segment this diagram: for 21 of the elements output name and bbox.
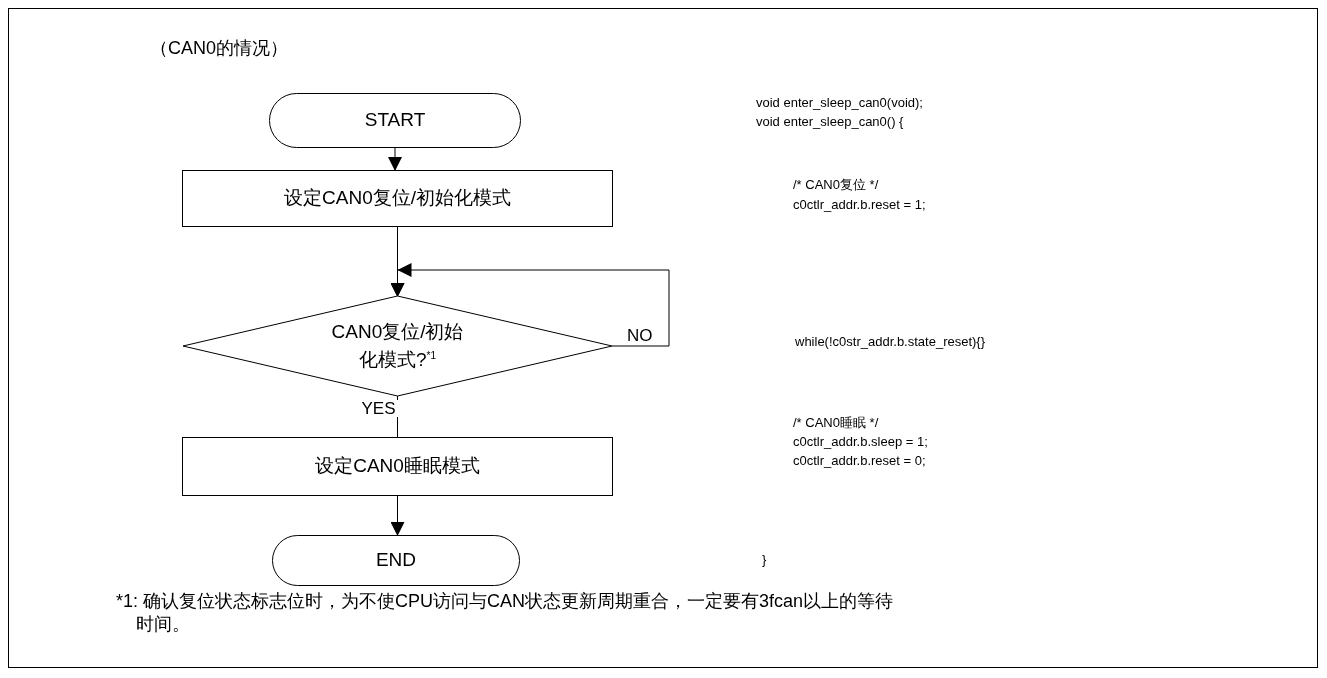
process-box [182,170,613,227]
diagram-title: （CAN0的情况） [150,37,288,60]
code-line: while(!c0str_addr.b.state_reset){} [795,334,986,349]
code-line: void enter_sleep_can0(void); [756,95,923,110]
node-text: 设定CAN0复位/初始化模式 [283,186,512,211]
edge-label: NO [625,327,655,344]
node-text: CAN0复位/初始化模式?$^{*1}$ [330,319,465,372]
code-line: /* CAN0睡眠 */ [793,414,879,432]
code-line: } [762,552,767,567]
terminator-shape [272,535,520,586]
code-line: c0ctlr_addr.b.reset = 0; [793,453,926,468]
code-line: /* CAN0复位 */ [793,176,879,194]
node-text: 设定CAN0睡眠模式 [314,454,481,479]
process-box [182,437,613,496]
edge-label: YES [359,400,398,417]
code-line: void enter_sleep_can0() { [756,114,904,129]
footnote: *1: 确认复位状态标志位时，为不使CPU访问与CAN状态更新周期重合，一定要有3fcan以上的等待时间。 [116,590,895,637]
code-line: c0ctlr_addr.b.reset = 1; [793,197,926,212]
node-text: END [374,548,418,573]
code-line: c0ctlr_addr.b.sleep = 1; [793,434,928,449]
node-text: START [363,108,427,133]
